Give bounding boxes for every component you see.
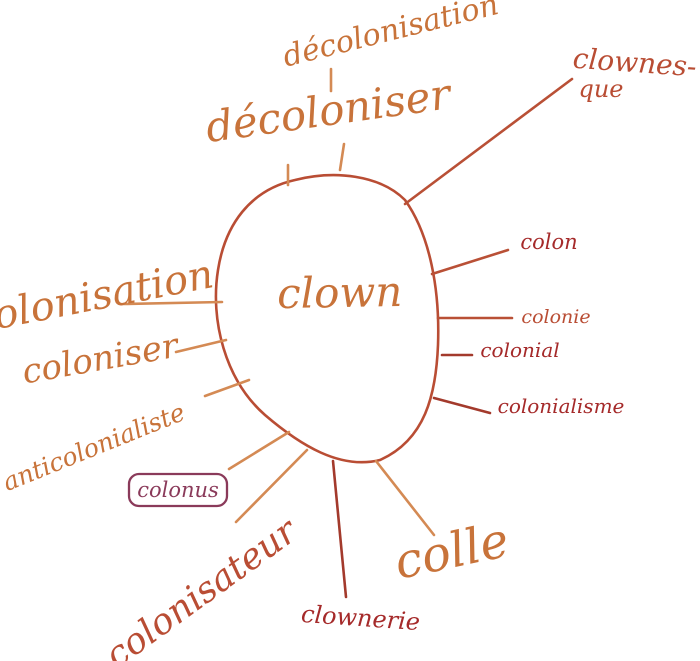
line-decoloniser-right [338,142,346,172]
line-clownesque [403,77,574,206]
word-colonial: colonial [480,338,559,362]
connector-lines [121,67,574,599]
word-colonialisme: colonialisme [498,394,625,418]
word-colonisateur: colonisateur [98,510,306,661]
center-label: clown [277,267,403,318]
line-colonisateur [234,448,309,524]
line-colonisation [121,300,224,306]
line-anticolonialiste [203,378,251,398]
word-colle: colle [390,512,514,591]
colonus-box [127,472,229,508]
word-colon: colon [520,230,577,254]
center-blob [214,173,440,464]
word-decoloniser: décoloniser [203,69,457,152]
word-colonisation: colonisation [0,251,217,343]
line-colonialisme [432,396,492,415]
word-coloniser: coloniser [19,325,183,392]
word-clownerie: clownerie [300,600,421,636]
word-clownesque-line-2: que [578,75,623,103]
line-colon [430,248,510,276]
line-coloniser [174,338,228,354]
line-clownerie [331,459,348,599]
word-decolonisation: décolonisation [279,0,502,74]
word-colonie: colonie [521,306,590,328]
word-colonus: colonus [137,478,219,502]
line-colonus [227,430,291,471]
line-colle [374,459,436,537]
